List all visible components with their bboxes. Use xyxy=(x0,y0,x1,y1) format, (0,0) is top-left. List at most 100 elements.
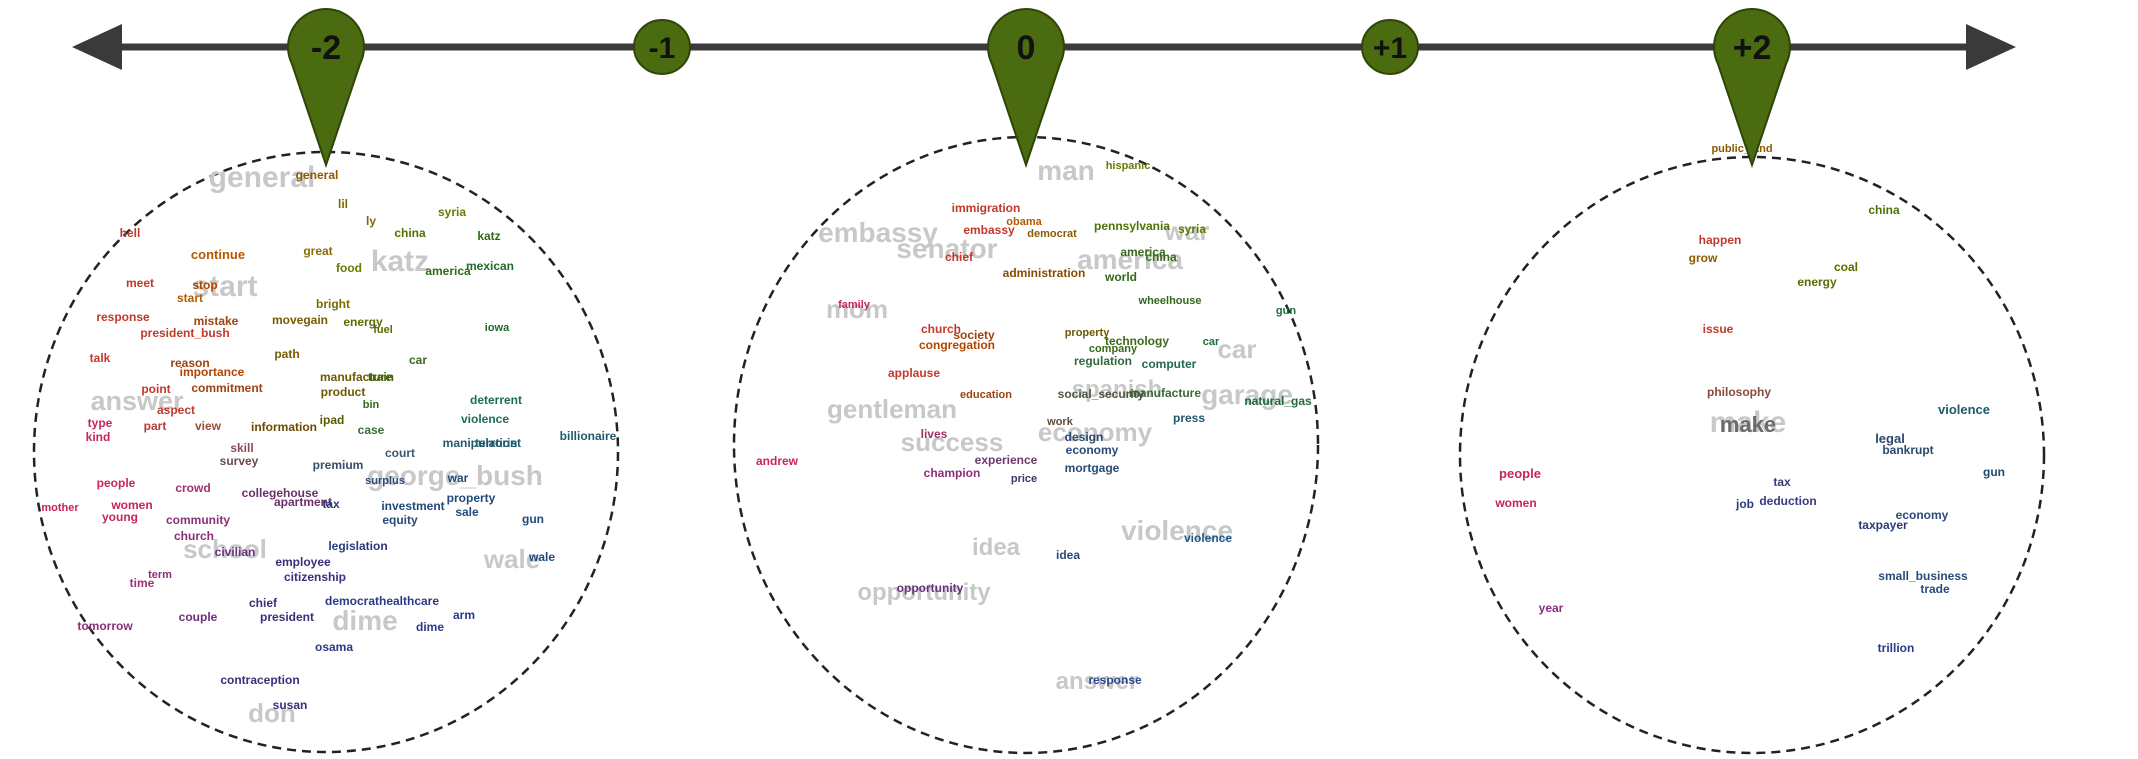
cloud-word: response xyxy=(96,310,150,324)
cloud-word: natural_gas xyxy=(1244,394,1312,408)
marker-2: -1 xyxy=(633,19,691,75)
cloud-word: couple xyxy=(179,610,218,624)
cloud-word: economy xyxy=(1896,508,1949,522)
cloud-word: education xyxy=(960,389,1012,401)
cloud-word: democrat xyxy=(1027,228,1077,240)
cloud-word: applause xyxy=(888,366,940,380)
cloud-word: regulation xyxy=(1074,354,1132,368)
cloud-word: continue xyxy=(191,247,245,262)
cloud-word: view xyxy=(195,419,222,433)
cloud-word: mexican xyxy=(466,259,514,273)
clusters-layer: generalstartkatzanswergeorge_bushschoold… xyxy=(32,135,2046,755)
cloud-word: arm xyxy=(453,608,475,622)
cloud-word: wale xyxy=(528,550,555,564)
marker-label: +1 xyxy=(1373,32,1407,65)
cloud-word: church xyxy=(921,322,961,336)
circle-right-group: makepublic_landchinahappengrowcoalenergy… xyxy=(1458,143,2046,755)
cloud-word: happen xyxy=(1699,233,1742,247)
cloud-word: bin xyxy=(363,399,380,411)
background-word: answer xyxy=(1056,668,1139,695)
cloud-word: mother xyxy=(41,502,79,514)
circle-marker xyxy=(633,19,691,75)
cloud-word: job xyxy=(1735,497,1754,511)
cloud-word: deterrent xyxy=(470,393,522,407)
cloud-word: legislation xyxy=(328,539,387,553)
circle-marker xyxy=(1361,19,1419,75)
cloud-word: osama xyxy=(315,640,353,654)
map-pin-marker xyxy=(987,8,1065,169)
cloud-word: mortgage xyxy=(1065,461,1120,475)
cloud-word: mistake xyxy=(194,314,239,328)
background-word: economy xyxy=(1038,417,1153,447)
cloud-word: family xyxy=(838,299,871,311)
cloud-word: collegehouse xyxy=(242,486,319,500)
cloud-word: iowa xyxy=(485,322,510,334)
cloud-word: community xyxy=(166,513,230,527)
cloud-word: young xyxy=(102,510,138,524)
cloud-word: gun xyxy=(1276,305,1296,317)
background-word: katz xyxy=(371,245,429,278)
cloud-word: trade xyxy=(1920,582,1950,596)
cloud-word: price xyxy=(1011,473,1037,485)
cloud-word: embassy xyxy=(963,223,1015,237)
cloud-word: andrew xyxy=(756,454,799,468)
background-word: america xyxy=(1077,244,1183,275)
marker-1: -2 xyxy=(287,8,365,169)
cloud-word: opportunity xyxy=(897,581,964,595)
cloud-word: ipad xyxy=(320,413,345,427)
cloud-word: car xyxy=(409,353,427,367)
cloud-word: property xyxy=(1065,327,1111,339)
cloud-word: premium xyxy=(313,458,364,472)
cloud-word: contraception xyxy=(220,673,299,687)
cloud-word: work xyxy=(1046,416,1074,428)
map-pin-marker xyxy=(287,8,365,169)
cloud-word: apartment xyxy=(274,495,332,509)
background-word: general xyxy=(209,161,316,194)
cloud-word: world xyxy=(1104,270,1137,284)
cloud-word: trillion xyxy=(1878,641,1915,655)
circle-left-group: generalstartkatzanswergeorge_bushschoold… xyxy=(32,150,620,754)
cloud-word: grow xyxy=(1689,251,1718,265)
cloud-word: small_business xyxy=(1878,569,1968,583)
cloud-word: manufacture xyxy=(1129,386,1201,400)
background-word: george_bush xyxy=(367,460,543,491)
cloud-word: car xyxy=(1203,336,1220,348)
cloud-word: immigration xyxy=(952,201,1021,215)
cloud-word: talk xyxy=(90,351,111,365)
background-word: man xyxy=(1037,155,1095,186)
cloud-word: equity xyxy=(382,513,418,527)
cloud-word: train xyxy=(368,370,394,384)
cloud-word: deduction xyxy=(1759,494,1816,508)
marker-5: +2 xyxy=(1713,8,1791,169)
background-word: start xyxy=(192,270,257,303)
cloud-word: tax xyxy=(1773,475,1791,489)
cloud-word: congregation xyxy=(919,338,995,352)
cloud-word: administration xyxy=(1003,266,1086,280)
circle-left xyxy=(32,150,620,754)
cloud-word: pennsylvania xyxy=(1094,219,1170,233)
cloud-word: investment xyxy=(381,499,444,513)
marker-label: 0 xyxy=(1017,29,1036,67)
cloud-word: employee xyxy=(275,555,331,569)
cloud-word: hispanic xyxy=(1106,160,1151,172)
cloud-word: company xyxy=(1089,343,1138,355)
cloud-word: president xyxy=(260,610,314,624)
cloud-word: coal xyxy=(1834,260,1858,274)
cloud-word: lil xyxy=(338,197,348,211)
cloud-word: philosophy xyxy=(1707,385,1771,399)
cloud-word: issue xyxy=(1703,322,1734,336)
marker-3: 0 xyxy=(987,8,1065,169)
cloud-word: skill xyxy=(230,441,253,455)
cloud-word: technology xyxy=(1105,334,1169,348)
background-word: violence xyxy=(1121,515,1233,546)
cloud-word: wheelhouse xyxy=(1138,295,1202,307)
background-word: senator xyxy=(896,233,997,264)
cloud-word: energy xyxy=(1797,275,1837,289)
cloud-word: china xyxy=(1145,250,1177,264)
cloud-word: gun xyxy=(1983,465,2005,479)
background-word: dime xyxy=(332,605,397,636)
cloud-word: stop xyxy=(192,278,217,292)
background-word: spanish xyxy=(1072,376,1163,403)
cloud-word: point xyxy=(141,382,170,396)
background-word: answer xyxy=(90,386,184,416)
